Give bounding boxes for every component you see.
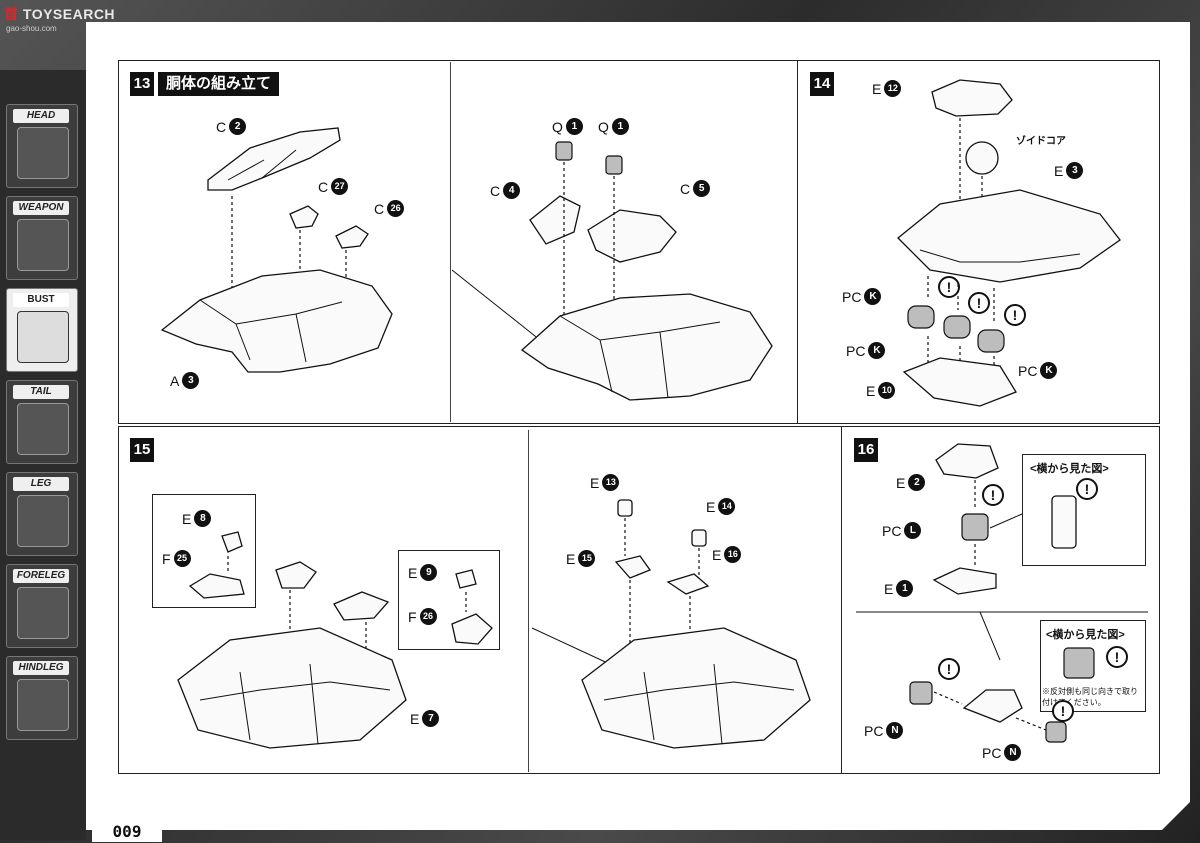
step-13-title: 胴体の組み立て [158, 72, 280, 96]
caution-icon: ! [938, 658, 960, 680]
caution-icon: ! [1052, 700, 1074, 722]
zoid-core-drawing [965, 141, 999, 175]
body-e3-drawing [897, 189, 1121, 283]
tab-head-label: HEAD [13, 109, 69, 123]
step-13-divider [450, 62, 451, 422]
step-13-number: 13 [130, 72, 154, 96]
tail-icon [17, 403, 69, 455]
tab-tail-label: TAIL [13, 385, 69, 399]
part-c26-drawing [335, 225, 369, 249]
zoid-core-label: ゾイドコア [1016, 136, 1066, 147]
caution-icon: ! [1076, 478, 1098, 500]
side-view-title-2: <横から見た図> [1046, 629, 1125, 641]
section-sidebar: HEAD WEAPON BUST TAIL LEG FORELEG HINDLE… [0, 70, 86, 840]
body-assembled-drawing [520, 293, 773, 401]
caution-icon: ! [1106, 646, 1128, 668]
part-e10-drawing [902, 357, 1017, 407]
watermark: 首 TOYSEARCH [4, 6, 116, 22]
step-14-number: 14 [810, 72, 834, 96]
watermark-url: gao-shou.com [6, 24, 57, 33]
part-c27-drawing [289, 205, 319, 229]
bust-icon [17, 311, 69, 363]
part-e12-drawing [931, 79, 1013, 117]
tab-hindleg[interactable]: HINDLEG [6, 656, 78, 740]
tab-foreleg[interactable]: FORELEG [6, 564, 78, 648]
caution-icon: ! [938, 276, 960, 298]
caution-icon: ! [968, 292, 990, 314]
instruction-note: ※反対側も同じ向きで取り付けてください。 [1042, 687, 1138, 707]
foreleg-icon [17, 587, 69, 639]
leg-icon [17, 495, 69, 547]
head-icon [17, 127, 69, 179]
tab-leg[interactable]: LEG [6, 472, 78, 556]
tab-weapon-label: WEAPON [13, 201, 69, 215]
step-15-divider [528, 430, 529, 772]
body-assembled-15-drawing [581, 627, 811, 749]
body-e7-drawing [177, 627, 407, 749]
side-view-title-1: <横から見た図> [1030, 463, 1109, 475]
tab-hindleg-label: HINDLEG [13, 661, 69, 675]
side-view-inset-1 [1022, 454, 1146, 566]
weapon-icon [17, 219, 69, 271]
tab-foreleg-label: FORELEG [13, 569, 69, 583]
page-number: 009 [92, 822, 162, 842]
part-c2-drawing [207, 127, 341, 191]
tab-bust-label: BUST [13, 293, 69, 307]
step-15-number: 15 [130, 438, 154, 462]
hindleg-icon [17, 679, 69, 731]
caution-icon: ! [982, 484, 1004, 506]
tab-head[interactable]: HEAD [6, 104, 78, 188]
tab-weapon[interactable]: WEAPON [6, 196, 78, 280]
tab-leg-label: LEG [13, 477, 69, 491]
step-16-number: 16 [854, 438, 878, 462]
tab-bust[interactable]: BUST [6, 288, 78, 372]
body-a3-drawing [160, 269, 393, 373]
caution-icon: ! [1004, 304, 1026, 326]
tab-tail[interactable]: TAIL [6, 380, 78, 464]
